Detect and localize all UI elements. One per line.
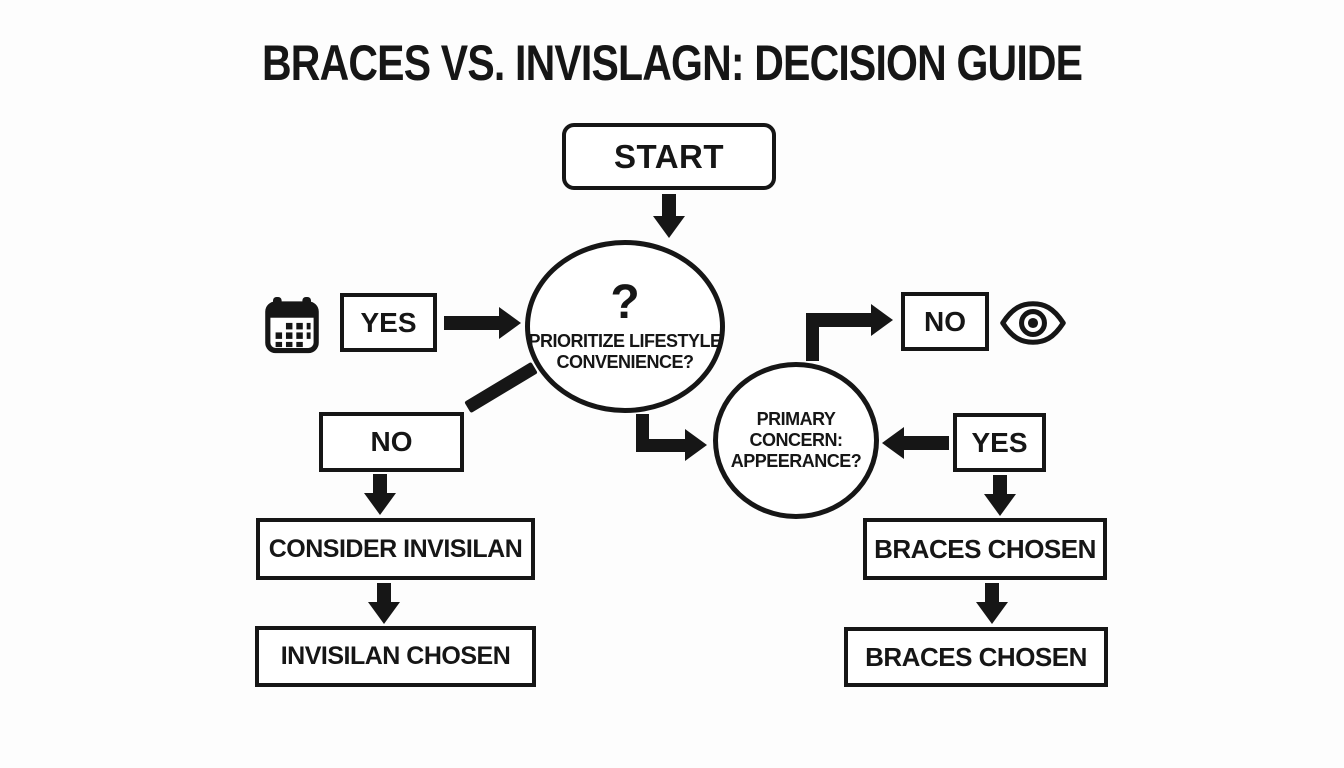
arrow-head xyxy=(882,427,904,459)
arrow-shaft xyxy=(904,436,949,450)
connector-q1-to-noleft xyxy=(464,361,538,414)
q1-line2: CONVENIENCE? xyxy=(556,352,694,373)
arrow-head xyxy=(984,494,1016,516)
no-left-label: NO xyxy=(370,426,413,457)
invisilan-chosen-node: INVISILAN CHOSEN xyxy=(255,626,536,687)
arrow-shaft xyxy=(373,474,387,493)
arrow-head xyxy=(653,216,685,238)
arrow-shaft xyxy=(985,583,999,602)
q2-decision-node: PRIMARY CONCERN: APPEERANCE? xyxy=(713,362,879,519)
braces-chosen-bottom-label: BRACES CHOSEN xyxy=(865,641,1087,672)
braces-chosen-top-node: BRACES CHOSEN xyxy=(863,518,1107,580)
arrow-head xyxy=(871,304,893,336)
arrow-shaft xyxy=(662,194,676,216)
consider-invisilan-node: CONSIDER INVISILAN xyxy=(256,518,535,580)
no-right-node: NO xyxy=(901,292,989,351)
arrow-shaft xyxy=(806,313,871,327)
invisilan-chosen-label: INVISILAN CHOSEN xyxy=(280,642,511,670)
yes-left-label: YES xyxy=(360,306,417,338)
yes-left-node: YES xyxy=(340,293,437,352)
arrow-shaft xyxy=(636,439,685,452)
arrow-head xyxy=(368,602,400,624)
braces-chosen-bottom-node: BRACES CHOSEN xyxy=(844,627,1108,687)
consider-invisilan-label: CONSIDER INVISILAN xyxy=(268,534,523,563)
yes-right-node: YES xyxy=(953,413,1046,472)
arrow-head xyxy=(364,493,396,515)
arrow-head xyxy=(499,307,521,339)
calendar-icon xyxy=(264,297,320,354)
braces-chosen-top-label: BRACES CHOSEN xyxy=(874,533,1096,564)
q2-line2: CONCERN: xyxy=(749,430,844,451)
page-title-text: BRACES VS. INVISLAGN: DECISION GUIDE xyxy=(261,35,1083,91)
eye-icon xyxy=(1000,301,1066,345)
no-left-node: NO xyxy=(319,412,464,472)
start-node: START xyxy=(562,123,776,190)
q1-decision-node: ? PRIORITIZE LIFESTYLE CONVENIENCE? xyxy=(525,240,725,413)
arrow-head xyxy=(685,429,707,461)
arrow-head xyxy=(976,602,1008,624)
question-mark-badge: ? xyxy=(610,275,640,329)
q2-line1: PRIMARY xyxy=(756,409,836,430)
q2-line3: APPEERANCE? xyxy=(730,450,862,471)
arrow-shaft xyxy=(444,316,499,330)
page-title: BRACES VS. INVISLAGN: DECISION GUIDE xyxy=(0,34,1344,92)
no-right-label: NO xyxy=(924,305,966,337)
q1-line1: PRIORITIZE LIFESTYLE xyxy=(528,331,723,352)
yes-right-label: YES xyxy=(971,426,1028,458)
arrow-shaft xyxy=(993,475,1007,494)
start-label: START xyxy=(613,137,725,175)
arrow-shaft xyxy=(377,583,391,602)
